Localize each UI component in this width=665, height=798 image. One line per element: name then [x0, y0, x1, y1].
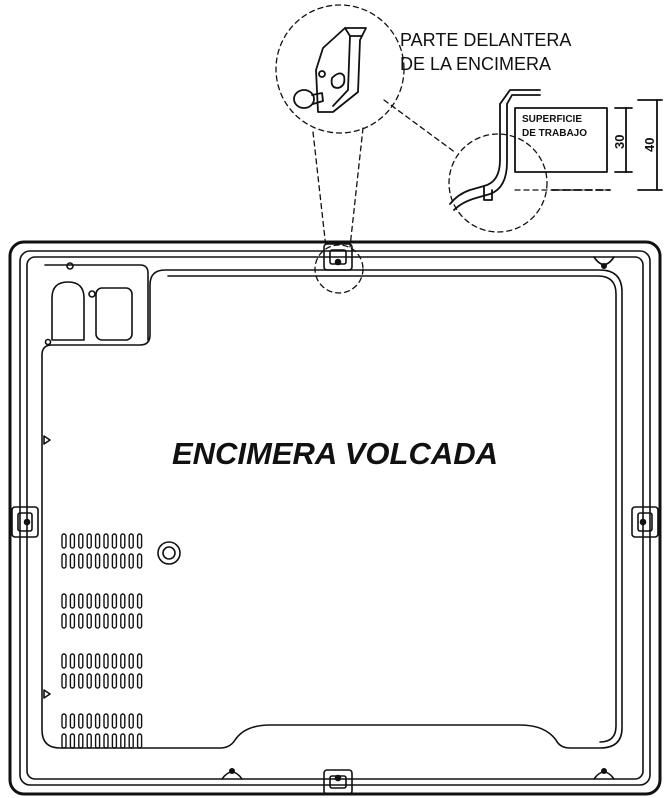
vent-slot: [120, 733, 126, 749]
vent-slot: [86, 613, 92, 629]
vent-slot: [86, 713, 92, 729]
vent-slot: [86, 673, 92, 689]
vent-slot: [128, 533, 134, 549]
vent-slot: [69, 533, 76, 549]
vent-slot: [111, 533, 118, 549]
vent-slot: [61, 613, 67, 629]
clip-bracket-detail: [293, 27, 367, 113]
vent-slot: [78, 533, 84, 549]
vent-slot: [103, 713, 109, 729]
vent-slot: [103, 653, 109, 669]
vent-slot: [86, 533, 92, 549]
vent-slot: [86, 653, 92, 669]
vent-slot: [86, 553, 92, 569]
vent-slot: [94, 553, 101, 569]
vent-slot: [128, 613, 134, 629]
vent-slot: [103, 613, 109, 629]
vent-slot: [94, 733, 101, 749]
vent-slot: [61, 553, 67, 569]
vent-slot: [86, 733, 92, 749]
dimension-30: 30: [612, 135, 627, 149]
vent-slot: [86, 593, 92, 609]
vent-slot: [136, 733, 143, 749]
vent-slot: [103, 593, 109, 609]
ventilation-slots: [61, 533, 143, 749]
vent-slot: [94, 713, 101, 729]
vent-slot: [61, 533, 67, 549]
vent-slot: [103, 673, 109, 689]
vent-slot: [136, 653, 143, 669]
clip-right: [631, 506, 659, 538]
vent-slot: [120, 713, 126, 729]
vent-slot: [103, 733, 109, 749]
vent-slot: [69, 673, 76, 689]
vent-slot: [128, 713, 134, 729]
vent-slot: [136, 593, 143, 609]
cable-grommet: [157, 541, 181, 565]
vent-slot: [128, 593, 134, 609]
surface-label-line2: DE TRABAJO: [522, 128, 587, 139]
vent-slot: [78, 553, 84, 569]
vent-slot: [111, 653, 118, 669]
vent-slot: [120, 673, 126, 689]
main-title: ENCIMERA VOLCADA: [172, 436, 498, 471]
vent-slot: [120, 533, 126, 549]
dimension-40: 40: [642, 138, 657, 152]
vent-slot: [128, 673, 134, 689]
vent-slot: [136, 673, 143, 689]
vent-slot: [61, 673, 67, 689]
vent-slot: [111, 553, 118, 569]
vent-slot: [69, 593, 76, 609]
vent-slot: [78, 613, 84, 629]
vent-slot: [69, 713, 76, 729]
vent-slot: [111, 613, 118, 629]
vent-slot: [111, 713, 118, 729]
vent-slot: [120, 613, 126, 629]
vent-slot: [78, 733, 84, 749]
vent-slot: [78, 673, 84, 689]
vent-slot: [69, 653, 76, 669]
vent-slot: [69, 733, 76, 749]
front-label-line2: DE LA ENCIMERA: [400, 54, 551, 74]
vent-slot: [136, 613, 143, 629]
clip-top: [323, 243, 353, 271]
clip-bottom: [323, 769, 353, 795]
vent-slot: [103, 553, 109, 569]
vent-slot: [94, 533, 101, 549]
vent-slot: [94, 613, 101, 629]
vent-slot: [136, 713, 143, 729]
vent-slot: [136, 553, 143, 569]
vent-slot: [94, 653, 101, 669]
vent-slot: [61, 593, 67, 609]
vent-slot: [128, 653, 134, 669]
vent-slot: [78, 713, 84, 729]
vent-slot: [136, 533, 143, 549]
surface-label-line1: SUPERFICIE: [522, 114, 582, 125]
section-detail: [449, 89, 663, 211]
vent-slot: [78, 593, 84, 609]
vent-slot: [128, 733, 134, 749]
vent-slot: [94, 673, 101, 689]
hob-body: [8, 240, 662, 796]
vent-slot: [61, 653, 67, 669]
clip-left: [11, 506, 39, 538]
vent-slot: [94, 593, 101, 609]
vent-slot: [61, 713, 67, 729]
vent-slot: [111, 673, 118, 689]
vent-slot: [69, 613, 76, 629]
vent-slot: [78, 653, 84, 669]
vent-slot: [111, 593, 118, 609]
front-label-line1: PARTE DELANTERA: [400, 30, 571, 50]
vent-slot: [61, 733, 67, 749]
vent-slot: [69, 553, 76, 569]
vent-slot: [120, 653, 126, 669]
vent-slot: [128, 553, 134, 569]
vent-slot: [120, 553, 126, 569]
vent-slot: [111, 733, 118, 749]
vent-slot: [120, 593, 126, 609]
vent-slot: [103, 533, 109, 549]
corner-screw-holes: [229, 263, 607, 774]
